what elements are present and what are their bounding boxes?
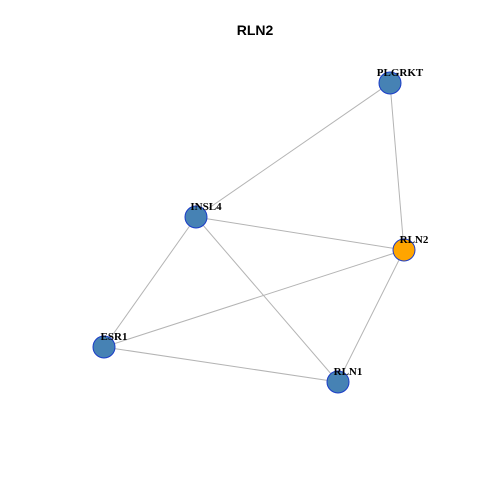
edge-insl4-esr1 <box>103 216 197 348</box>
edges-layer <box>103 82 405 383</box>
node-insl4 <box>184 205 208 229</box>
node-label-rln1: RLN1 <box>334 366 363 378</box>
nodes-layer <box>92 71 416 394</box>
node-label-plgrkt: PLGRKT <box>377 67 424 79</box>
node-plgrkt <box>378 71 402 95</box>
node-label-esr1: ESR1 <box>101 331 128 343</box>
edge-insl4-rln1 <box>195 216 339 383</box>
edge-insl4-rln2 <box>195 216 405 251</box>
node-esr1 <box>92 335 116 359</box>
node-label-rln2: RLN2 <box>400 234 429 246</box>
diagram-title: RLN2 <box>237 22 274 38</box>
node-rln2 <box>392 238 416 262</box>
edge-plgrkt-insl4 <box>195 82 391 218</box>
edge-esr1-rln1 <box>103 346 339 383</box>
node-label-insl4: INSL4 <box>190 201 222 213</box>
edge-rln2-rln1 <box>337 249 405 383</box>
edge-plgrkt-rln2 <box>389 82 405 251</box>
edge-rln2-esr1 <box>103 249 405 348</box>
node-rln1 <box>326 370 350 394</box>
